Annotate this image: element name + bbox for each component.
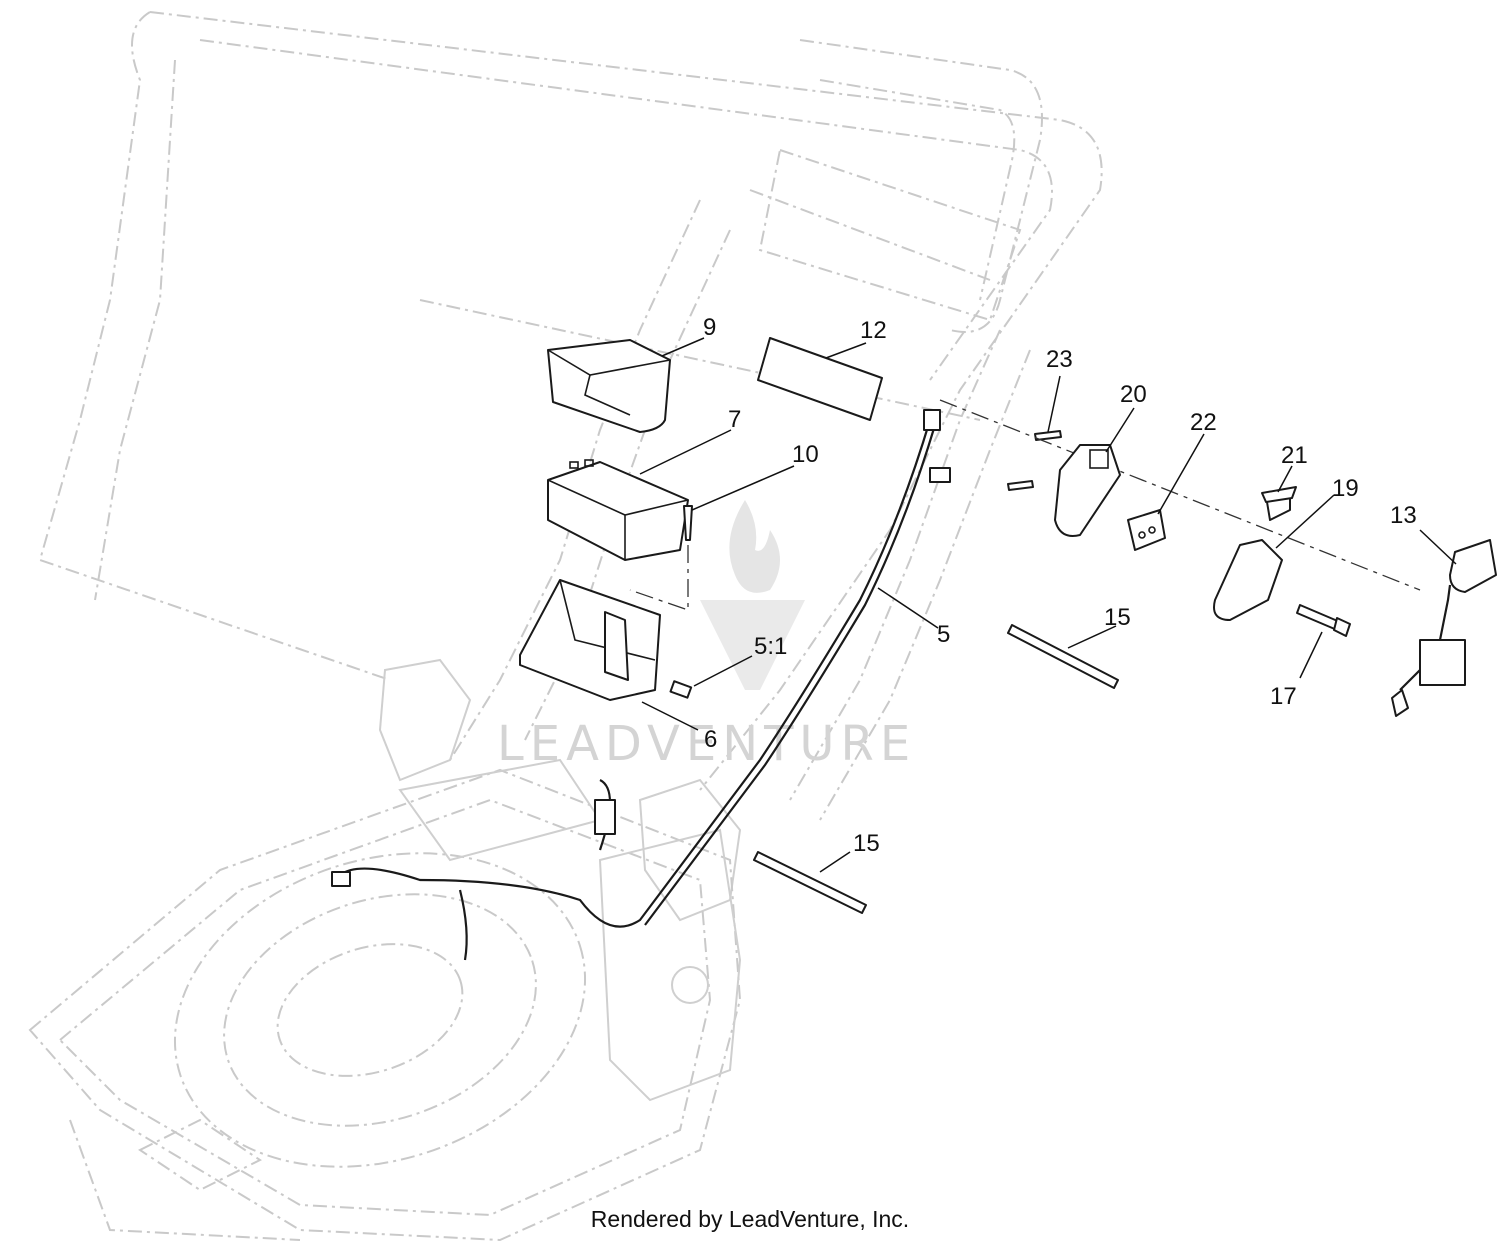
callout-5: 5 — [937, 621, 950, 648]
watermark-logo: LEADVENTURE — [497, 500, 916, 772]
part-12-decal — [757, 337, 883, 421]
footer-credit: Rendered by LeadVenture, Inc. — [590, 1206, 910, 1232]
callout-19: 19 — [1332, 475, 1359, 502]
watermark-text: LEADVENTURE — [497, 716, 916, 772]
callout-6: 6 — [704, 726, 717, 753]
callout-22: 22 — [1190, 409, 1217, 436]
part-6-battery-tray — [519, 579, 661, 701]
callout-21: 21 — [1281, 442, 1308, 469]
part-7-battery — [547, 459, 689, 561]
part-19-cover — [1213, 539, 1283, 621]
callout-20: 20 — [1120, 381, 1147, 408]
part-5-wire-harness — [331, 409, 951, 961]
callout-17: 17 — [1270, 683, 1297, 710]
part-20-switch-housing — [1054, 444, 1121, 537]
part-9-battery-cover — [547, 339, 671, 433]
part-15a-tie-strap — [1007, 624, 1119, 689]
callout-7: 7 — [728, 406, 741, 433]
part-10-screw — [629, 505, 693, 611]
part-15b-tie-strap — [753, 851, 867, 914]
callout-9: 9 — [703, 314, 716, 341]
callout-15a: 15 — [1104, 604, 1131, 631]
part-22-switch — [1127, 509, 1166, 551]
part-21-button — [1261, 486, 1297, 521]
part-13-charger — [1391, 539, 1497, 717]
callout-5-1: 5:1 — [754, 633, 787, 660]
callout-12: 12 — [860, 317, 887, 344]
callout-13: 13 — [1390, 502, 1417, 529]
callout-23: 23 — [1046, 346, 1073, 373]
part-17-bolt — [1296, 604, 1351, 637]
callout-15b: 15 — [853, 830, 880, 857]
part-23-screws — [939, 399, 1421, 591]
part-5-1-fuse — [669, 680, 693, 699]
callout-10: 10 — [792, 441, 819, 468]
callout-labels: 9 12 7 10 23 20 22 21 19 13 5 15 17 5:1 … — [703, 314, 1417, 857]
leader-lines — [639, 337, 1457, 873]
